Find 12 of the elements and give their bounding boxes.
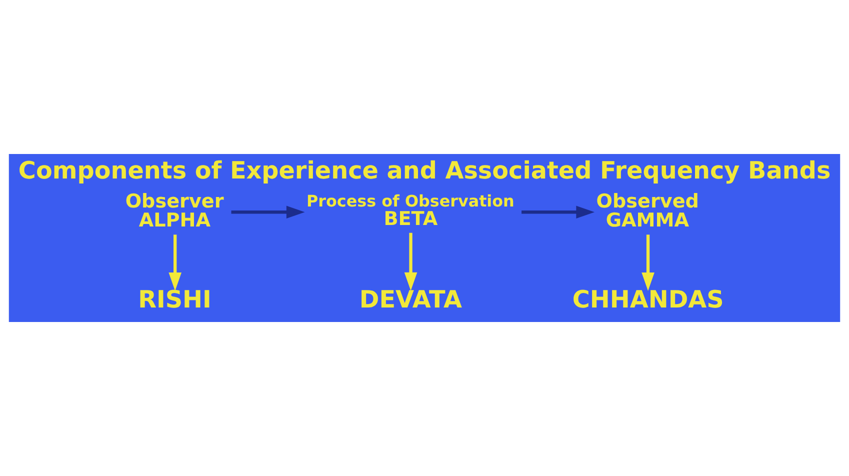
- arrow: [642, 234, 654, 291]
- node-text: DEVATA: [359, 286, 462, 314]
- node-text: RISHI: [138, 286, 212, 314]
- node-text: Observed GAMMA: [596, 190, 699, 232]
- arrow: [404, 232, 418, 291]
- node-text: Observer ALPHA: [125, 190, 224, 232]
- arrow: [231, 206, 305, 219]
- node-text: CHHANDAS: [572, 286, 724, 314]
- arrow: [522, 206, 595, 219]
- arrow: [168, 234, 182, 291]
- node-text: Process of Observation BETA: [306, 192, 514, 230]
- diagram-title: Components of Experience and Associated Frequency Bands: [18, 156, 831, 185]
